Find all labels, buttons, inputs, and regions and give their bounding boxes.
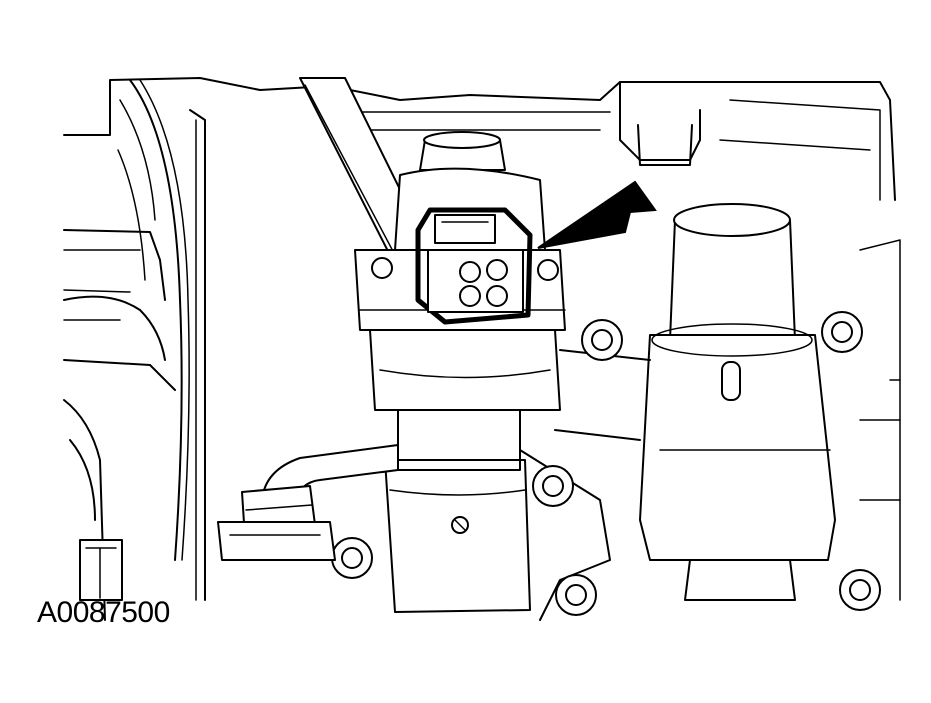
belt-pulley [117,79,206,601]
engine-block-background [63,77,901,601]
figure-reference-number: A0087500 [37,596,170,629]
egr-tube-and-clamp [217,411,399,561]
bolts [331,311,881,616]
coolant-hose-left [63,295,166,621]
pointer-arrow [537,180,657,249]
thermostat-housing [639,203,836,601]
egr-electrical-connector [415,207,533,325]
